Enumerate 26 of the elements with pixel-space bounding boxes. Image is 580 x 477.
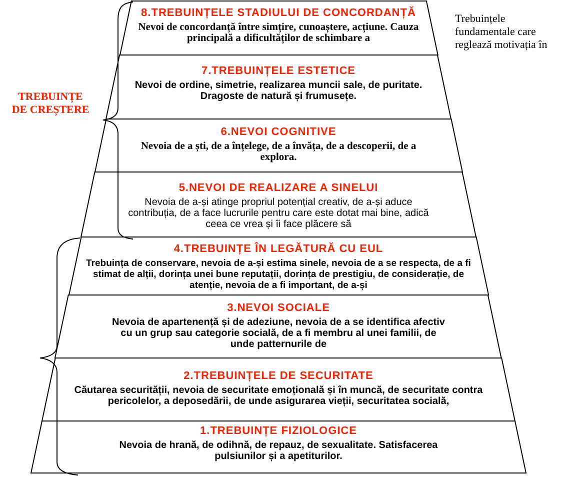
level-title: 5.NEVOI DE REALIZARE A SINELUI	[178, 182, 380, 195]
level-description: Nevoia de a ști, de a înțelege, de a învăța, de a descoperii, de a explora.	[140, 141, 418, 163]
level-title: 2.TREBUINȚELE DE SECURITATE	[182, 370, 374, 383]
pyramid-level	[55, 295, 502, 358]
level-title: 3.NEVOI SOCIALE	[226, 302, 331, 315]
level-description: Nevoia de a-și atinge propriul potențial creativ, de a-și aduce contribuția, de a face lucrurile pentru care este dotat mai bine, adică ceea ce vrea și îi face plăcere să	[127, 197, 430, 230]
pyramid-level	[94, 119, 462, 172]
level-description: Trebuința de conservare, nevoia de a-și estima sinele, nevoia de a se respecta, de a fi stimat de alții, dorința unei bune reputații, dorința de prestigiu, de considerație, de atenție, nevoia de a fi important, de a-și	[85, 258, 472, 291]
group-label: TREBUINȚE DE CREȘTERE	[10, 91, 90, 117]
pyramid-level	[81, 172, 476, 237]
level-description: Nevoia de apartenență și de adeziune, nevoia de a se identifica afectiv cu un grup sau categorie socială, de a fi membru al unei familii, de unde patternurile de	[111, 317, 446, 350]
pyramid-level	[42, 358, 515, 421]
level-description: Căutarea securității, nevoia de securitate emoțională și în muncă, de securitate contra pericolelor, a deposedării, de unde asigurarea vieții, securitatea socială,	[73, 385, 484, 407]
level-description: Nevoi de ordine, simetrie, realizarea muncii sale, de puritate. Dragoste de natură și frumusețe.	[134, 80, 424, 102]
pyramid-level	[120, 1, 438, 55]
level-title: 6.NEVOI COGNITIVE	[220, 126, 338, 139]
level-title: 4.TREBUINȚE ÎN LEGĂTURĂ CU EUL	[172, 243, 384, 256]
level-description: Nevoi de concordanță între simțire, cunoaștere, acțiune. Cauza principală a dificultăților de schimbare a	[137, 22, 420, 44]
side-note: Trebuințele fundamentale care reglează motivația în	[455, 13, 548, 52]
level-title: 7.TREBUINȚELE ESTETICE	[200, 65, 357, 78]
pyramid-level	[31, 421, 526, 473]
pyramid-level	[106, 55, 451, 119]
level-title: 8.TREBUINȚELE STADIULUI DE CONCORDANȚĂ	[140, 7, 417, 20]
level-description: Nevoia de hrană, de odihnă, de repauz, de sexualitate. Satisfacerea pulsiunilor și a apetiturilor.	[118, 440, 439, 462]
level-title: 1.TREBUINȚE FIZIOLOGICE	[199, 425, 358, 438]
pyramid-level	[68, 237, 488, 295]
